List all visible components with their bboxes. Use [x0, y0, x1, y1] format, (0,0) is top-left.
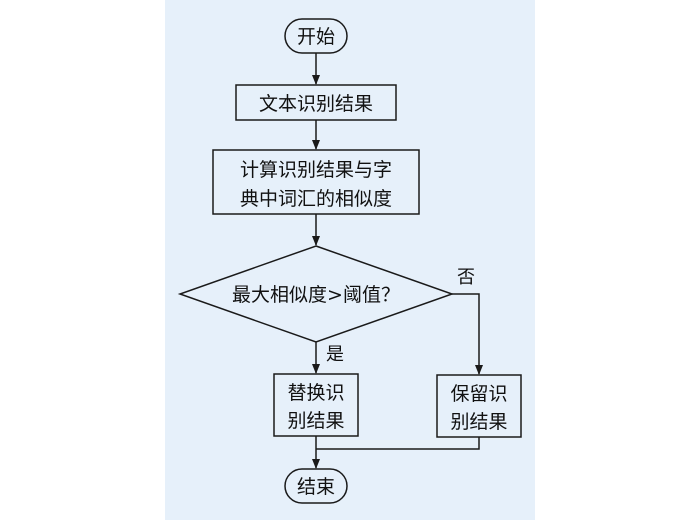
no-branch-label: 否 — [457, 267, 475, 288]
replace-label-line2: 别结果 — [287, 410, 344, 432]
end-node: 结束 — [284, 468, 348, 504]
keep-label-line2: 别结果 — [450, 411, 507, 433]
compute-similarity-node: 计算识别结果与字 典中词汇的相似度 — [212, 149, 420, 215]
keep-result-node: 保留识 别结果 — [436, 374, 522, 438]
decision-node: 最大相似度>阈值？ — [177, 245, 455, 343]
end-label: 结束 — [297, 476, 335, 498]
decision-label: 最大相似度>阈值？ — [232, 284, 400, 306]
start-node: 开始 — [284, 18, 348, 54]
start-label: 开始 — [297, 26, 335, 48]
replace-label-line1: 替换识 — [287, 382, 344, 404]
compute-label-line1: 计算识别结果与字 — [240, 159, 392, 181]
replace-result-node: 替换识 别结果 — [273, 373, 359, 437]
recognize-label: 文本识别结果 — [259, 93, 373, 115]
keep-label-line1: 保留识 — [450, 383, 507, 405]
recognize-node: 文本识别结果 — [235, 84, 397, 121]
compute-label-line2: 典中词汇的相似度 — [240, 188, 392, 210]
arrow-decision-no-to-keep — [452, 293, 483, 375]
arrow-keep-to-merge — [316, 437, 480, 450]
yes-branch-label: 是 — [326, 344, 344, 365]
